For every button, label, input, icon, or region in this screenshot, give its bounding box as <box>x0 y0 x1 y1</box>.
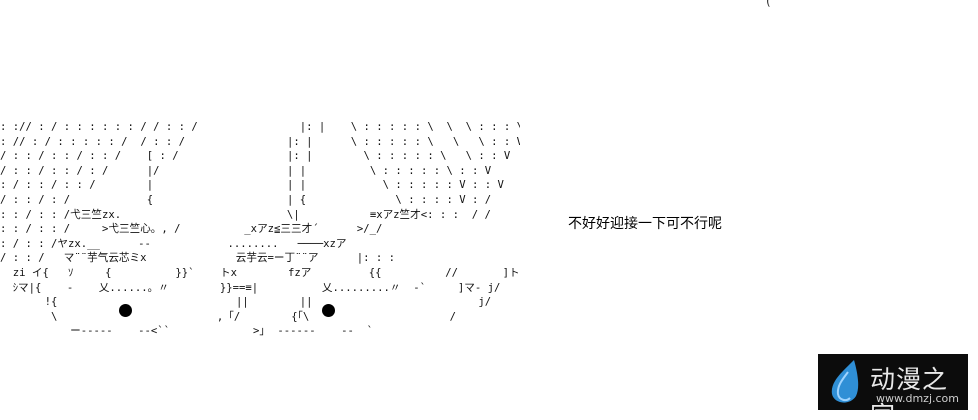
ascii-art-line: : :// : / : : : : : : / / : : / |: | \ :… <box>0 121 520 133</box>
watermark-name: 动漫之家 <box>870 365 949 410</box>
drop-icon <box>831 360 859 403</box>
ascii-art-line: ー----- --<`` >｣ ------ -- ` <box>0 325 374 338</box>
caption-text: 不好好迎接一下可不行呢 <box>568 216 722 232</box>
ascii-art-line: / : : / : : / : / |/ | | \ : : : : : \ :… <box>0 164 492 177</box>
watermark-logo: 动漫之家 www.dmzj.com <box>818 354 968 410</box>
ascii-art-line: / : : / : / { | { \ : : : : V : / <box>0 193 492 206</box>
ascii-art-line: ｼマ|{ - 乂......。〃 }}==≡| 乂.........〃 -` ]… <box>0 281 501 294</box>
ascii-art-line: : : / : : / >弋三竺心。, / _xアz≦三三才´ >/_/ <box>0 223 383 236</box>
left-pupil <box>119 304 132 317</box>
ascii-art-line: : // : / : : : : : / / : : / |: | \ : : … <box>0 135 520 148</box>
ascii-art-line: \ ,「/ {「\ / <box>0 310 456 323</box>
ascii-art-line: : / : : /ヤzx.__ ‐‐ ........ ────xzア <box>0 237 347 250</box>
ascii-art-line: / : : / : : / : : / [ : / |: | \ : : : :… <box>0 150 511 163</box>
ascii-art-line: : : / : : /弋三竺zx. \| ≡xアz竺才<: : : / / <box>0 208 491 221</box>
ascii-art-line: / : : / マ¨¨芋气云芯ミx 云芋云=ー丁¨¨ア |: : : <box>0 252 395 265</box>
ascii-art-line: !{ || || j/ <box>0 296 492 309</box>
watermark-url: www.dmzj.com <box>876 392 959 405</box>
ascii-art-line: zi イ{ ｿ { }}` トx fzア {{ // ]トz |: / <box>0 266 520 279</box>
ascii-art-line: : / : : / : : / | | | \ : : : : : V : : … <box>0 179 504 192</box>
corner-mark: ( <box>766 0 771 8</box>
ascii-art-face: : :// : / : : : : : : / / : : / |: | \ :… <box>0 120 520 420</box>
right-pupil <box>322 304 335 317</box>
